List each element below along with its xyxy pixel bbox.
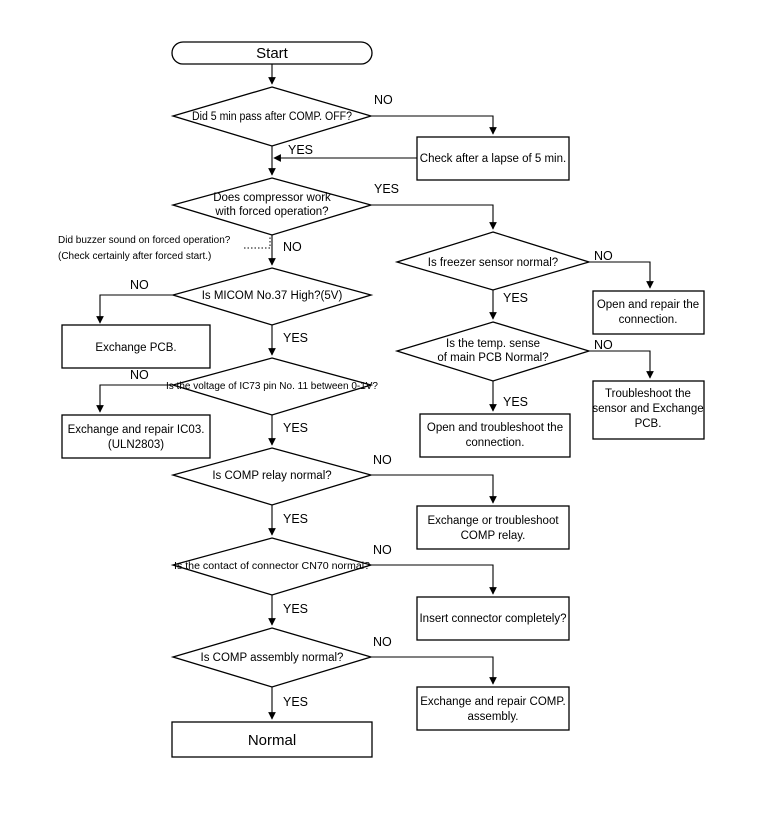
process-exchange-ic03	[61, 414, 211, 459]
decision-2	[170, 177, 374, 236]
process-troubleshoot-sensor	[592, 380, 705, 440]
process-repair-comp	[416, 686, 570, 731]
arrow-d7-no	[371, 656, 497, 685]
decision-2-line1: Does compressor work	[213, 192, 331, 204]
texts: Start Did 5 min pass after COMP. OFF? Ch…	[58, 45, 704, 749]
arrow-r2-no	[589, 350, 654, 379]
d5-no-label: NO	[373, 453, 392, 467]
process-insert-connector	[416, 596, 570, 641]
decision-6	[170, 537, 374, 596]
decision-7-label: Is COMP assembly normal?	[201, 652, 344, 664]
decision-1	[170, 86, 374, 147]
decision-4	[170, 357, 374, 416]
process-troubleshoot-line1: Troubleshoot the	[605, 388, 691, 400]
process-troubleshoot-line3: PCB.	[635, 418, 662, 430]
d2-no-label: NO	[283, 240, 302, 254]
end-normal	[171, 721, 373, 758]
r2-yes-label: YES	[503, 395, 528, 409]
process-repair-comp-line2: assembly.	[468, 711, 519, 723]
decision-1-label: Did 5 min pass after COMP. OFF?	[192, 111, 352, 123]
decision-5	[170, 447, 374, 506]
process-repair-comp-line1: Exchange and repair COMP.	[420, 696, 566, 708]
process-open-troubleshoot	[419, 413, 571, 458]
decision-temp-line1: Is the temp. sense	[446, 338, 540, 350]
decision-6-label: Is the contact of connector CN70 normal?	[174, 561, 370, 572]
process-open-troubleshoot-line2: connection.	[466, 437, 525, 449]
connectors	[96, 64, 654, 720]
process-wait-5min	[416, 136, 570, 181]
decision-freezer-sensor	[394, 231, 592, 291]
process-insert-connector-label: Insert connector completely?	[419, 613, 566, 625]
arrow-r1-no	[589, 261, 654, 289]
note-line2: (Check certainly after forced start.)	[58, 251, 211, 262]
d2-yes-label: YES	[374, 182, 399, 196]
note-line1: Did buzzer sound on forced operation?	[58, 235, 231, 246]
process-exchange-ic03-line1: Exchange and repair IC03.	[68, 424, 205, 436]
shapes	[61, 41, 705, 758]
d6-no-label: NO	[373, 543, 392, 557]
d1-no-label: NO	[374, 93, 393, 107]
arrow-d4-no	[96, 384, 173, 413]
p1-yes-label: YES	[288, 143, 313, 157]
process-comp-relay-line1: Exchange or troubleshoot	[427, 515, 559, 527]
process-exchange-pcb	[61, 324, 211, 369]
decision-5-label: Is COMP relay normal?	[212, 470, 331, 482]
d4-yes-label: YES	[283, 421, 308, 435]
decision-4-label: Is the voltage of IC73 pin No. 11 betwee…	[166, 381, 378, 392]
start-label: Start	[256, 45, 289, 62]
d5-yes-label: YES	[283, 512, 308, 526]
start-terminator	[171, 41, 373, 65]
decision-2-line2: with forced operation?	[214, 206, 328, 218]
d6-yes-label: YES	[283, 602, 308, 616]
decision-3	[170, 267, 374, 326]
d3-yes-label: YES	[283, 331, 308, 345]
arrow-d6-no	[371, 564, 497, 595]
process-exchange-ic03-line2: (ULN2803)	[108, 439, 164, 451]
decision-temp-line2: of main PCB Normal?	[437, 352, 548, 364]
d3-no-label: NO	[130, 278, 149, 292]
r1-no-label: NO	[594, 249, 613, 263]
d7-no-label: NO	[373, 635, 392, 649]
process-open-repair	[592, 290, 705, 335]
process-exchange-pcb-label: Exchange PCB.	[95, 342, 176, 354]
branch-labels: NO YES YES NO NO YES NO YES NO YES NO YE…	[130, 93, 613, 709]
arrow-d1-no	[371, 115, 497, 135]
decision-7	[170, 627, 374, 688]
r2-no-label: NO	[594, 338, 613, 352]
process-troubleshoot-line2: sensor and Exchange	[592, 403, 703, 415]
process-wait-5min-label: Check after a lapse of 5 min.	[420, 153, 566, 165]
arrow-d3-no	[96, 294, 173, 324]
end-label: Normal	[248, 732, 296, 749]
process-open-repair-line2: connection.	[619, 314, 678, 326]
decision-freezer-label: Is freezer sensor normal?	[428, 257, 558, 269]
arrow-d5-no	[371, 474, 497, 504]
d7-yes-label: YES	[283, 695, 308, 709]
decision-temp-sense	[394, 321, 592, 382]
d4-no-label: NO	[130, 368, 149, 382]
process-open-repair-line1: Open and repair the	[597, 299, 699, 311]
note-leader	[244, 236, 271, 249]
decision-3-label: Is MICOM No.37 High?(5V)	[202, 290, 343, 302]
process-open-troubleshoot-line1: Open and troubleshoot the	[427, 422, 563, 434]
r1-yes-label: YES	[503, 291, 528, 305]
arrow-d2-yes	[371, 204, 497, 230]
process-comp-relay	[416, 505, 570, 550]
process-comp-relay-line2: COMP relay.	[461, 530, 526, 542]
